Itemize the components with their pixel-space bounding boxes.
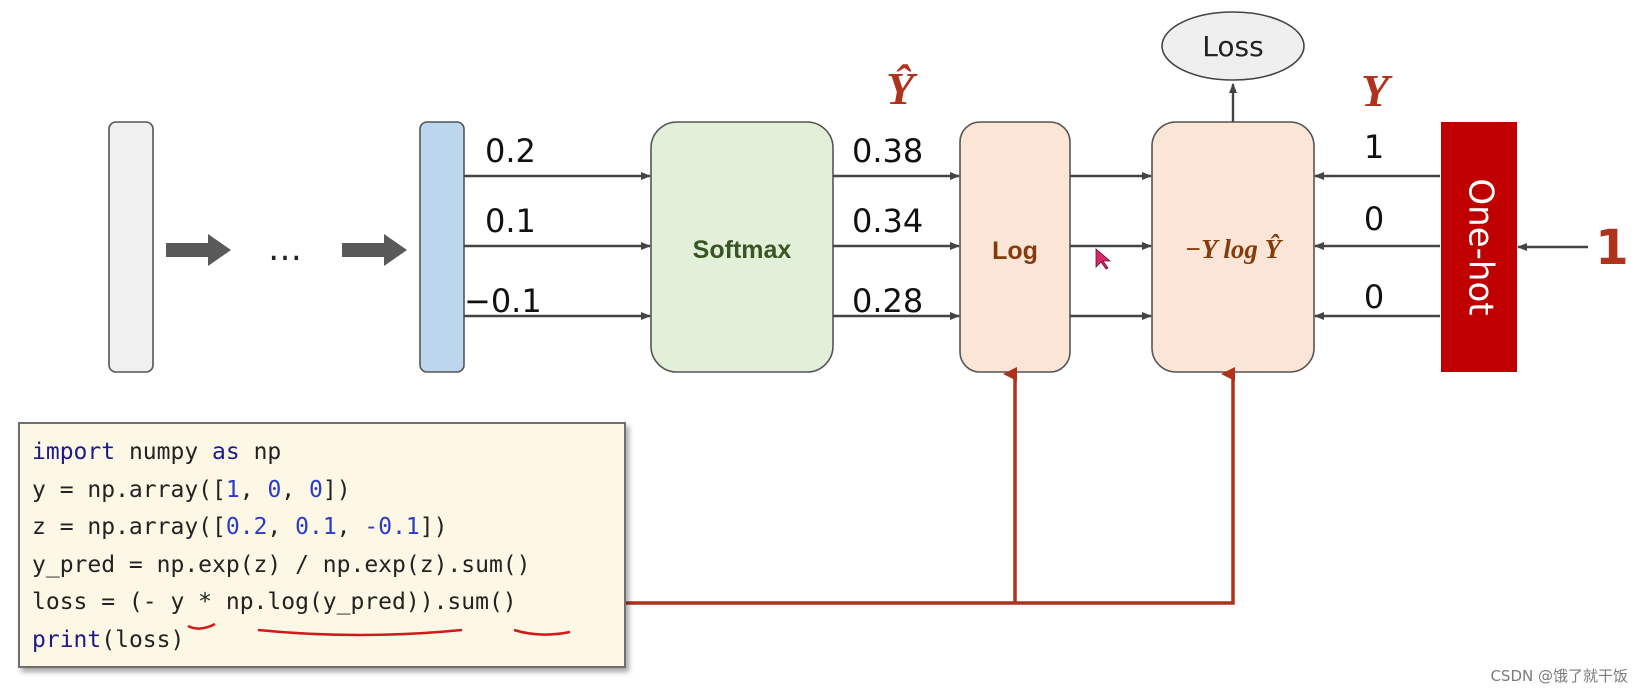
code-line: loss = (- y * np.log(y_pred)).sum(): [32, 584, 612, 622]
onehot-value-2: 0: [1364, 200, 1384, 238]
logit-value-2: 0.1: [485, 202, 536, 240]
prob-value-2: 0.34: [852, 202, 923, 240]
code-token: import: [32, 439, 116, 465]
softmax-label: Softmax: [693, 236, 792, 264]
y-symbol: Y: [1361, 65, 1393, 116]
class-index-value: 1: [1595, 220, 1628, 276]
code-token: ]): [419, 514, 448, 540]
code-token: ]): [322, 476, 351, 503]
block-arrow-1: [166, 234, 231, 266]
code-line: y = np.array([1, 0, 0]): [32, 472, 612, 510]
code-token: ,: [336, 514, 365, 540]
mouse-cursor-icon: [1095, 248, 1112, 270]
code-token: y = np.array([: [32, 476, 226, 503]
logit-value-3: −0.1: [464, 282, 542, 320]
log-label: Log: [992, 237, 1038, 265]
code-token: loss = (- y * np.log(y_pred)).sum(): [32, 589, 517, 615]
code-token: 0.1: [295, 514, 337, 540]
code-line: z = np.array([0.2, 0.1, -0.1]): [32, 509, 612, 547]
code-token: np: [239, 439, 282, 465]
code-line: y_pred = np.exp(z) / np.exp(z).sum(): [32, 547, 612, 585]
code-token: ,: [281, 476, 309, 503]
loss-label: Loss: [1202, 30, 1263, 63]
logit-layer-bar: [419, 121, 465, 373]
onehot-label: One-hot: [1461, 178, 1501, 315]
code-token: 0: [267, 476, 282, 503]
cross-entropy-expression: −Y log Ŷ: [1185, 234, 1284, 264]
onehot-value-1: 1: [1364, 128, 1384, 166]
code-token: ,: [239, 476, 268, 503]
prob-value-3: 0.28: [852, 282, 923, 320]
code-line: print(loss): [32, 622, 612, 660]
loss-ellipse: [1161, 11, 1305, 81]
code-token: as: [212, 439, 240, 465]
code-token: 0.2: [225, 514, 268, 540]
y-hat-symbol: Ŷ: [886, 63, 918, 114]
onehot-value-3: 0: [1364, 278, 1384, 316]
code-token: z = np.array([: [32, 514, 226, 540]
code-token: print: [32, 626, 102, 653]
code-token: (loss): [101, 626, 185, 653]
input-layer-bar: [108, 121, 154, 373]
code-token: numpy: [115, 439, 213, 465]
block-arrow-2: [342, 234, 407, 266]
code-to-cross-entropy-connector: [600, 367, 1235, 605]
code-token: -0.1: [364, 514, 420, 540]
onehot-box: [1441, 122, 1517, 372]
code-token: 0: [309, 476, 323, 503]
ellipsis: …: [268, 229, 302, 269]
code-line: import numpy as np: [32, 434, 612, 472]
code-token: y_pred = np.exp(z) / np.exp(z).sum(): [32, 551, 531, 578]
watermark: CSDN @饿了就干饭: [1490, 667, 1628, 685]
prob-value-1: 0.38: [852, 132, 923, 170]
code-token: 1: [225, 476, 240, 503]
logit-value-1: 0.2: [485, 132, 536, 170]
code-token: ,: [267, 514, 296, 540]
